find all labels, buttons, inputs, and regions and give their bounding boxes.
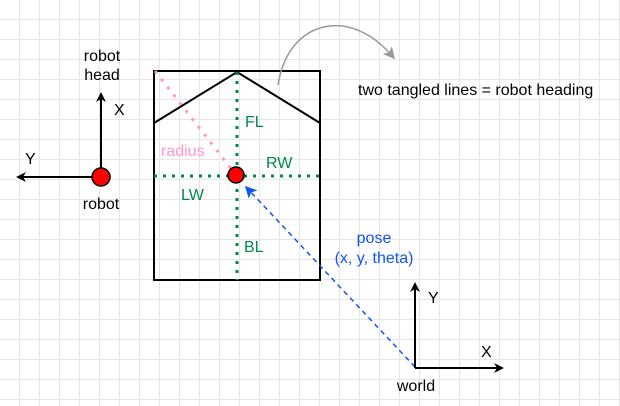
robot-y-axis-label: Y [25, 151, 36, 168]
world-y-axis-label: Y [428, 290, 439, 307]
robot-origin-label: robot [83, 196, 120, 213]
robot-x-axis-label: X [114, 102, 125, 119]
pose-arrow [244, 185, 416, 368]
pose-label-line2: (x, y, theta) [335, 250, 414, 267]
robot-origin-dot [91, 167, 111, 187]
pose-label-line1: pose [357, 230, 392, 247]
radius-line-dotted [153, 70, 238, 176]
radius-label: radius [161, 143, 205, 160]
front-left-label: FL [245, 114, 264, 131]
robot-head-label-line1: robot [84, 48, 121, 65]
back-left-label: BL [244, 239, 264, 256]
robot-center-dot [227, 166, 245, 184]
right-wheel-label: RW [266, 155, 293, 172]
robot-head-label-line2: head [84, 67, 120, 84]
heading-annotation: two tangled lines = robot heading [277, 24, 593, 99]
robot-body: FL RW LW BL radius [153, 70, 321, 281]
world-frame: Y X world [396, 282, 504, 395]
world-x-axis-label: X [481, 344, 492, 361]
world-origin-label: world [396, 378, 435, 395]
left-wheel-label: LW [181, 187, 205, 204]
heading-lines [153, 70, 321, 124]
heading-note: two tangled lines = robot heading [358, 82, 593, 99]
robot-frame: robot head X Y robot [16, 48, 125, 213]
pose-vector: pose (x, y, theta) [244, 185, 416, 368]
heading-curved-arrow [277, 24, 395, 86]
